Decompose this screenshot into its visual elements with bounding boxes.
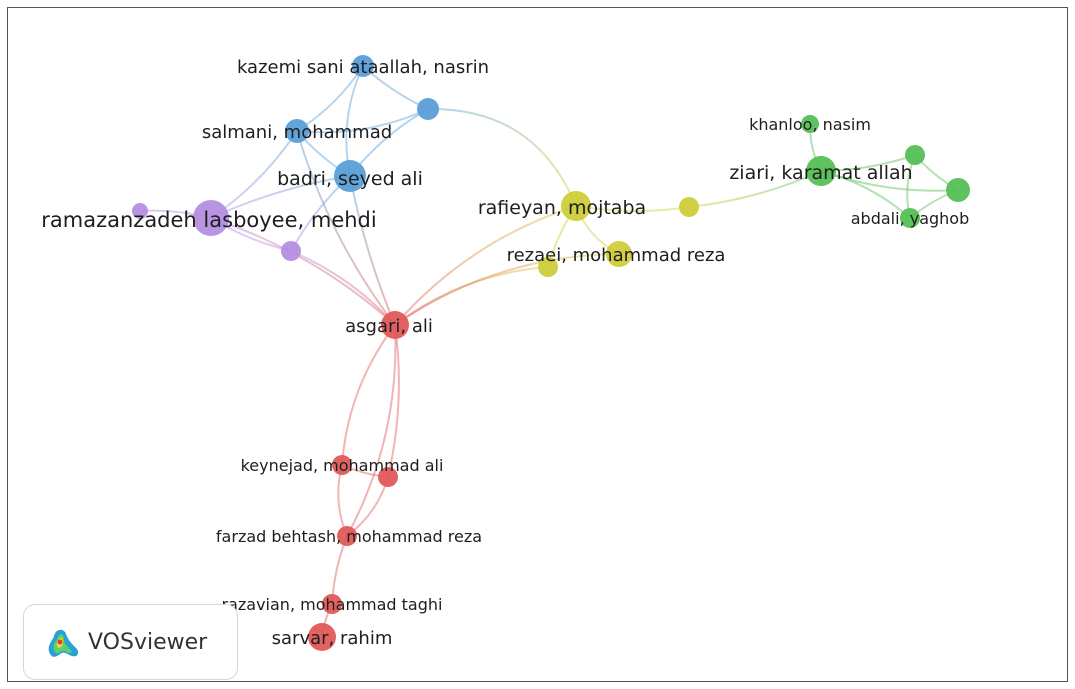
node-purple_b[interactable] <box>281 241 301 261</box>
node-label-asgari[interactable]: asgari, ali <box>345 316 433 337</box>
link-rafieyan-asgari <box>394 205 577 326</box>
node-label-razavian[interactable]: razavian, mohammad taghi <box>222 595 443 614</box>
link-yellow_b-asgari <box>394 266 549 326</box>
node-kazemi[interactable] <box>352 55 374 77</box>
link-badri-asgari <box>349 175 396 326</box>
node-farzad[interactable] <box>337 526 357 546</box>
node-abdali[interactable] <box>900 208 920 228</box>
link-asgari-farzad <box>346 324 397 537</box>
node-green_a[interactable] <box>905 145 925 165</box>
link-keynejad-farzad <box>337 464 348 537</box>
link-asgari-red_b <box>387 324 400 478</box>
link-salmani-blue_unl <box>296 108 429 134</box>
node-red_b[interactable] <box>378 467 398 487</box>
vosviewer-badge: VOSviewer <box>23 604 238 680</box>
node-salmani[interactable] <box>285 119 309 143</box>
link-blue_unl-rafieyan <box>427 107 577 207</box>
node-label-rezaei[interactable]: rezaei, mohammad reza <box>507 245 726 266</box>
link-salmani-asgari <box>296 130 396 326</box>
node-badri[interactable] <box>334 160 366 192</box>
node-label-sarvar[interactable]: sarvar, rahim <box>272 628 393 649</box>
node-sarvar[interactable] <box>308 623 336 651</box>
node-label-khanloo[interactable]: khanloo, nasim <box>749 115 871 134</box>
label-layer: kazemi sani ataallah, nasrin salmani, moh… <box>41 57 969 649</box>
node-rafieyan[interactable] <box>561 191 591 221</box>
vosviewer-heatmap-logo-icon <box>48 629 79 657</box>
node-label-abdali[interactable]: abdali, yaghob <box>851 209 970 228</box>
node-purple_a[interactable] <box>132 203 148 219</box>
link-yellow_c-ziari <box>688 170 822 208</box>
node-ziari[interactable] <box>806 156 836 186</box>
link-farzad-razavian <box>331 535 348 605</box>
node-label-kazemi[interactable]: kazemi sani ataallah, nasrin <box>237 57 489 78</box>
node-label-rafieyan[interactable]: rafieyan, mojtaba <box>478 197 646 219</box>
node-ramazan[interactable] <box>193 200 229 236</box>
link-ziari-green_b <box>820 170 959 192</box>
node-rezaei[interactable] <box>606 241 632 267</box>
node-label-badri[interactable]: badri, seyed ali <box>277 168 423 190</box>
link-asgari-keynejad <box>341 324 396 466</box>
node-asgari[interactable] <box>381 311 409 339</box>
node-layer <box>132 55 970 651</box>
link-kazemi-badri <box>345 65 364 177</box>
brand-name: VOSviewer <box>88 629 208 655</box>
link-purple_b-asgari <box>290 250 396 326</box>
node-razavian[interactable] <box>322 594 342 614</box>
node-label-ziari[interactable]: ziari, karamat allah <box>729 162 912 184</box>
node-label-farzad[interactable]: farzad behtash, mohammad reza <box>216 527 482 546</box>
network-frame <box>7 7 1068 682</box>
link-ramazan-asgari <box>210 217 396 326</box>
node-khanloo[interactable] <box>801 115 819 133</box>
node-label-keynejad[interactable]: keynejad, mohammad ali <box>241 456 444 475</box>
link-layer <box>139 65 959 638</box>
node-label-ramazan[interactable]: ramazanzadeh lasboyee, mehdi <box>41 208 376 232</box>
node-keynejad[interactable] <box>332 455 352 475</box>
node-label-salmani[interactable]: salmani, mohammad <box>202 122 392 143</box>
node-green_b[interactable] <box>946 178 970 202</box>
node-blue_unl[interactable] <box>417 98 439 120</box>
node-yellow_b[interactable] <box>538 257 558 277</box>
node-yellow_c[interactable] <box>679 197 699 217</box>
